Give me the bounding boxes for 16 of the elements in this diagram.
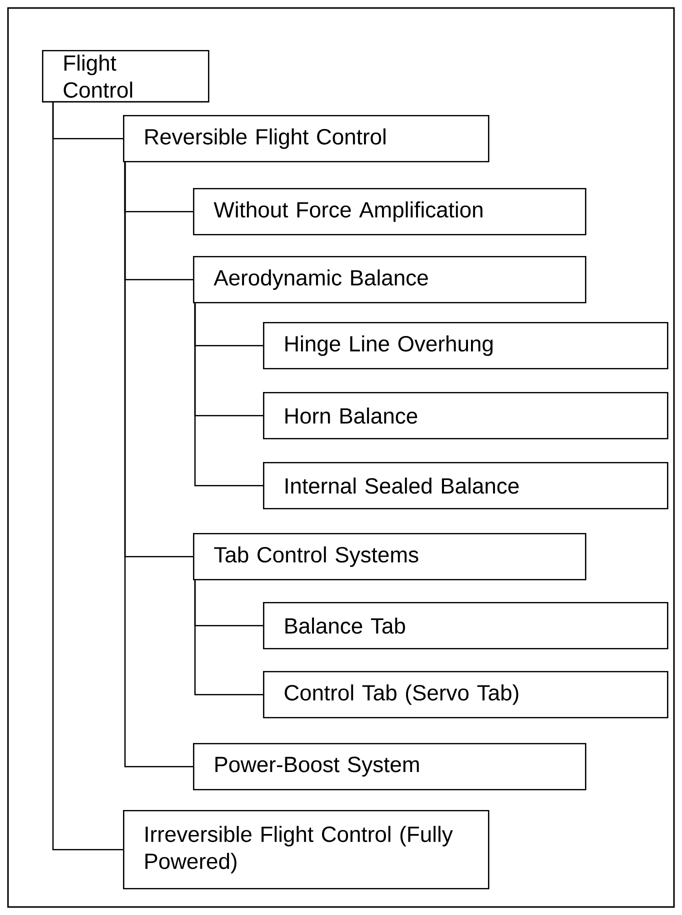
category-box: Flight Control — [42, 50, 210, 102]
connector-line — [52, 102, 123, 850]
category-box: Balance Tab — [263, 602, 668, 650]
category-box: Horn Balance — [263, 392, 668, 440]
category-box: Aerodynamic Balance — [193, 256, 586, 304]
connector-line — [194, 303, 263, 486]
category-box: Hinge Line Overhung — [263, 322, 668, 370]
category-box: Irreversible Flight Control (Fully Powered) — [123, 810, 490, 890]
category-box: Without Force Amplification — [193, 188, 586, 236]
category-box: Reversible Flight Control — [123, 115, 490, 162]
category-box: Control Tab (Servo Tab) — [263, 671, 668, 718]
category-box: Tab Control Systems — [193, 533, 586, 580]
connector-line — [124, 162, 193, 768]
connector-line — [194, 580, 263, 696]
category-box: Internal Sealed Balance — [263, 462, 668, 510]
category-box: Power-Boost System — [193, 743, 586, 790]
